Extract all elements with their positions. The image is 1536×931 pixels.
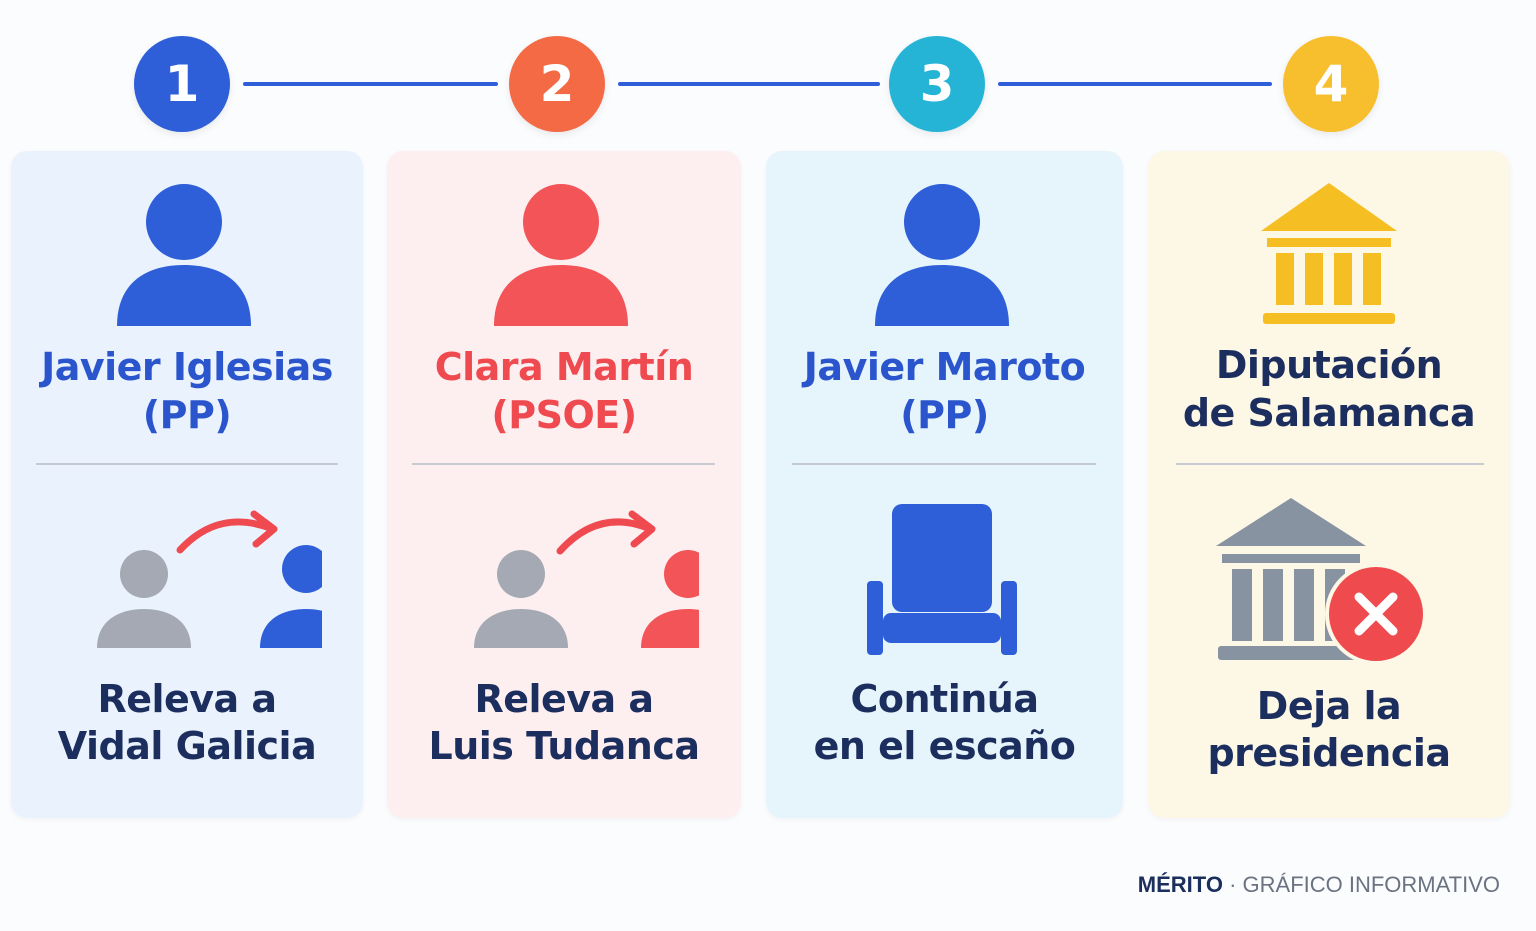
person-swap-icon: [11, 496, 363, 666]
footer-credit: MÉRITO · GRÁFICO INFORMATIVO: [1138, 872, 1500, 898]
card-action: Releva a Vidal Galicia: [57, 677, 317, 768]
step-card-2: Clara Martín (PSOE) Releva a Luis Tudanc…: [387, 151, 741, 818]
institution-icon: [1148, 179, 1510, 329]
person-icon: [766, 179, 1123, 329]
divider: [792, 463, 1096, 465]
step-card-1: Javier Iglesias (PP) Releva a Vidal Gali…: [11, 151, 363, 818]
footer-separator: ·: [1229, 872, 1237, 897]
step-number-1: 1: [134, 36, 230, 132]
step-card-3: Javier Maroto (PP) Continúa en el escaño: [766, 151, 1123, 818]
step-card-4: Diputación de Salamanca Deja la presiden…: [1148, 151, 1510, 818]
card-title: Javier Iglesias (PP): [41, 345, 333, 437]
card-title: Diputación de Salamanca: [1182, 343, 1476, 435]
card-title: Javier Maroto (PP): [803, 345, 1086, 437]
institution-exit-icon: [1148, 496, 1510, 666]
brand-name: MÉRITO: [1137, 872, 1223, 897]
card-action: Continúa en el escaño: [813, 677, 1076, 768]
card-title: Clara Martín (PSOE): [434, 345, 694, 437]
divider: [36, 463, 338, 465]
card-action: Deja la presidencia: [1207, 684, 1451, 775]
person-swap-icon: [387, 496, 741, 666]
step-number-2: 2: [509, 36, 605, 132]
card-action: Releva a Luis Tudanca: [428, 677, 700, 768]
step-number-4: 4: [1283, 36, 1379, 132]
divider: [412, 463, 715, 465]
divider: [1176, 463, 1484, 465]
person-icon: [387, 179, 741, 329]
step-number-3: 3: [889, 36, 985, 132]
footer-tagline: GRÁFICO INFORMATIVO: [1242, 872, 1500, 897]
connector-line: [243, 82, 498, 86]
connector-line: [998, 82, 1272, 86]
person-icon: [11, 179, 363, 329]
connector-line: [618, 82, 880, 86]
seat-icon: [766, 496, 1123, 666]
